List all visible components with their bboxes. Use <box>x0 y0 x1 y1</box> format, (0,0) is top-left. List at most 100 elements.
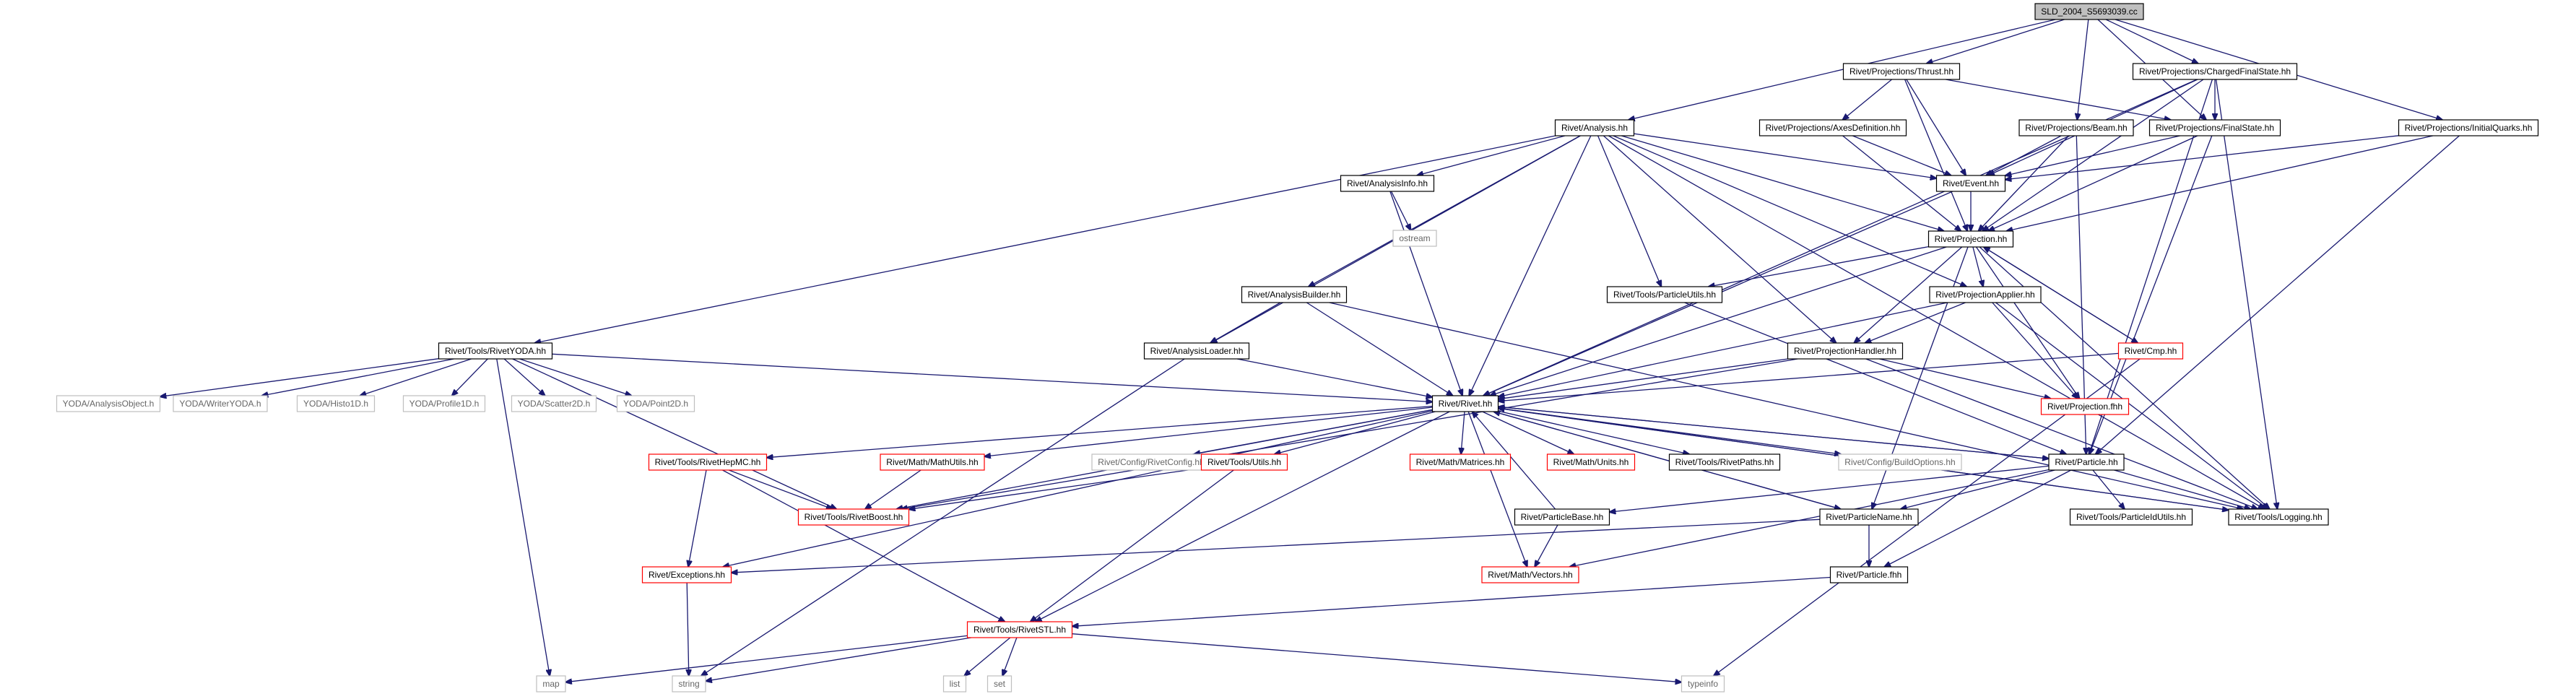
edge-rivet-to-stl <box>1036 411 1450 622</box>
node-rivet-projectionhandler-hh[interactable]: Rivet/ProjectionHandler.hh <box>1787 342 1904 360</box>
node-rivet-projections-axesdefinition-hh[interactable]: Rivet/Projections/AxesDefinition.hh <box>1758 119 1907 136</box>
node-rivet-projection-fhh[interactable]: Rivet/Projection.fhh <box>2040 398 2130 415</box>
node-box <box>2048 453 2125 471</box>
edge-projection-to-putils <box>1709 246 1929 287</box>
node-rivet-projections-initialquarks-hh[interactable]: Rivet/Projections/InitialQuarks.hh <box>2398 119 2539 136</box>
node-box <box>173 395 268 412</box>
node-label: Rivet/Projections/Beam.hh <box>2025 123 2127 133</box>
node-rivet-tools-rivetboost-hh[interactable]: Rivet/Tools/RivetBoost.hh <box>797 508 910 526</box>
edge-rivet-to-tutils <box>1275 411 1436 454</box>
node-rivet-projectionapplier-hh[interactable]: Rivet/ProjectionApplier.hh <box>1929 286 2042 303</box>
node-label: Rivet/Tools/RivetPaths.hh <box>1675 457 1774 467</box>
node-rivet-math-vectors-hh[interactable]: Rivet/Math/Vectors.hh <box>1481 566 1579 583</box>
node-box <box>1554 119 1635 136</box>
node-label: YODA/Profile1D.h <box>409 399 480 409</box>
node-rivet-tools-rivetstl-hh[interactable]: Rivet/Tools/RivetSTL.hh <box>966 621 1073 638</box>
edge-abuilder-to-logging <box>1329 302 2244 509</box>
node-box <box>2117 342 2184 360</box>
node-box <box>1481 566 1579 583</box>
node-rivet-projections-finalstate-hh[interactable]: Rivet/Projections/FinalState.hh <box>2148 119 2281 136</box>
edge-axesdef-to-event <box>1852 135 1951 175</box>
node-rivet-analysisinfo-hh[interactable]: Rivet/AnalysisInfo.hh <box>1340 175 1435 192</box>
node-rivet-tools-rivetyoda-hh[interactable]: Rivet/Tools/RivetYODA.hh <box>438 342 553 360</box>
edge-hepmc-to-boost <box>728 469 833 509</box>
node-label: Rivet/Math/Vectors.hh <box>1488 570 1572 580</box>
node-rivet-particlebase-hh[interactable]: Rivet/ParticleBase.hh <box>1514 508 1610 526</box>
edge-particle-to-pidutils <box>2092 469 2125 509</box>
node-rivet-analysisbuilder-hh[interactable]: Rivet/AnalysisBuilder.hh <box>1241 286 1348 303</box>
node-label: Rivet/Tools/ParticleUtils.hh <box>1613 290 1716 300</box>
node-box <box>2132 63 2298 80</box>
node-box <box>1431 395 1499 412</box>
node-rivet-analysis-hh[interactable]: Rivet/Analysis.hh <box>1554 119 1635 136</box>
node-label: Rivet/Particle.hh <box>2055 457 2117 467</box>
edge-exceptions-to-string <box>687 582 689 676</box>
node-box <box>1787 342 1904 360</box>
node-sld-2004-s5693039-cc[interactable]: SLD_2004_S5693039.cc <box>2034 3 2144 20</box>
edge-tutils-to-boost <box>909 467 1202 509</box>
node-label: Rivet/ParticleName.hh <box>1826 512 1912 522</box>
node-rivet-projections-chargedfinalstate-hh[interactable]: Rivet/Projections/ChargedFinalState.hh <box>2132 63 2298 80</box>
node-box <box>2040 398 2130 415</box>
node-rivet-projections-beam-hh[interactable]: Rivet/Projections/Beam.hh <box>2018 119 2134 136</box>
node-box <box>942 675 967 693</box>
node-rivet-projections-thrust-hh[interactable]: Rivet/Projections/Thrust.hh <box>1842 63 1961 80</box>
node-rivet-tools-utils-hh[interactable]: Rivet/Tools/Utils.hh <box>1200 453 1288 471</box>
node-label: Rivet/Tools/RivetYODA.hh <box>445 346 546 356</box>
node-box <box>1668 453 1781 471</box>
node-rivet-tools-rivetpaths-hh[interactable]: Rivet/Tools/RivetPaths.hh <box>1668 453 1781 471</box>
node-label: Rivet/Exceptions.hh <box>649 570 725 580</box>
edge-tutils-to-stl <box>1031 469 1234 622</box>
node-box <box>1927 230 2014 248</box>
edge-analysis-to-ainfo <box>1417 135 1566 175</box>
node-label: Rivet/Tools/RivetHepMC.hh <box>655 457 761 467</box>
node-rivet-particle-hh[interactable]: Rivet/Particle.hh <box>2048 453 2125 471</box>
node-label: Rivet/AnalysisLoader.hh <box>1150 346 1244 356</box>
edge-hepmc-to-stl <box>722 469 1005 622</box>
edge-beam-to-event <box>1986 135 2062 175</box>
node-box <box>616 395 695 412</box>
edge-analysis-to-event <box>1634 133 1937 178</box>
edge-phandler-to-logging <box>1865 358 2258 509</box>
node-rivet-tools-rivethepmc-hh[interactable]: Rivet/Tools/RivetHepMC.hh <box>648 453 768 471</box>
edge-ryoda-to-yh1 <box>360 358 472 396</box>
node-rivet-rivet-hh[interactable]: Rivet/Rivet.hh <box>1431 395 1499 412</box>
node-rivet-analysisloader-hh[interactable]: Rivet/AnalysisLoader.hh <box>1143 342 1250 360</box>
node-rivet-math-matrices-hh[interactable]: Rivet/Math/Matrices.hh <box>1409 453 1512 471</box>
node-rivet-exceptions-hh[interactable]: Rivet/Exceptions.hh <box>641 566 732 583</box>
edge-pbase-to-rivet <box>1472 412 1556 510</box>
edge-stl-to-list <box>964 637 1011 676</box>
edge-analysis-to-projection <box>1621 135 1944 231</box>
node-rivet-tools-particleutils-hh[interactable]: Rivet/Tools/ParticleUtils.hh <box>1606 286 1723 303</box>
node-label: Rivet/Math/Units.hh <box>1553 457 1629 467</box>
node-box <box>648 453 768 471</box>
node-rivet-cmp-hh[interactable]: Rivet/Cmp.hh <box>2117 342 2184 360</box>
node-box <box>1935 175 2006 192</box>
node-box <box>1819 508 1919 526</box>
node-box <box>2018 119 2134 136</box>
node-rivet-tools-logging-hh[interactable]: Rivet/Tools/Logging.hh <box>2228 508 2329 526</box>
node-label: Rivet/Cmp.hh <box>2125 346 2177 356</box>
node-rivet-tools-particleidutils-hh[interactable]: Rivet/Tools/ParticleIdUtils.hh <box>2069 508 2193 526</box>
node-rivet-math-units-hh[interactable]: Rivet/Math/Units.hh <box>1546 453 1636 471</box>
node-box <box>1829 566 1909 583</box>
node-rivet-event-hh[interactable]: Rivet/Event.hh <box>1935 175 2006 192</box>
node-rivet-particle-fhh[interactable]: Rivet/Particle.fhh <box>1829 566 1909 583</box>
edge-thrust-to-event <box>1906 79 1966 175</box>
edge-abuilder-to-aloader <box>1210 302 1281 343</box>
edge-ryoda-to-ys2 <box>503 358 545 396</box>
edge-root-to-beam <box>2077 19 2089 120</box>
edge-analysis-to-ryoda <box>534 135 1556 343</box>
node-label: map <box>542 679 560 689</box>
edge-pname-to-exceptions <box>732 518 1821 573</box>
edge-particle-to-logging <box>2114 469 2251 509</box>
node-rivet-particlename-hh[interactable]: Rivet/ParticleName.hh <box>1819 508 1919 526</box>
edge-particle-to-vectors <box>1569 469 2050 568</box>
node-yoda-analysisobject-h: YODA/AnalysisObject.h <box>56 395 161 412</box>
node-rivet-projection-hh[interactable]: Rivet/Projection.hh <box>1927 230 2014 248</box>
node-yoda-profile1d-h: YODA/Profile1D.h <box>402 395 486 412</box>
node-label: Rivet/Tools/Utils.hh <box>1207 457 1281 467</box>
node-box <box>672 675 706 693</box>
node-rivet-math-mathutils-hh[interactable]: Rivet/Math/MathUtils.hh <box>880 453 985 471</box>
node-yoda-point2d-h: YODA/Point2D.h <box>616 395 695 412</box>
